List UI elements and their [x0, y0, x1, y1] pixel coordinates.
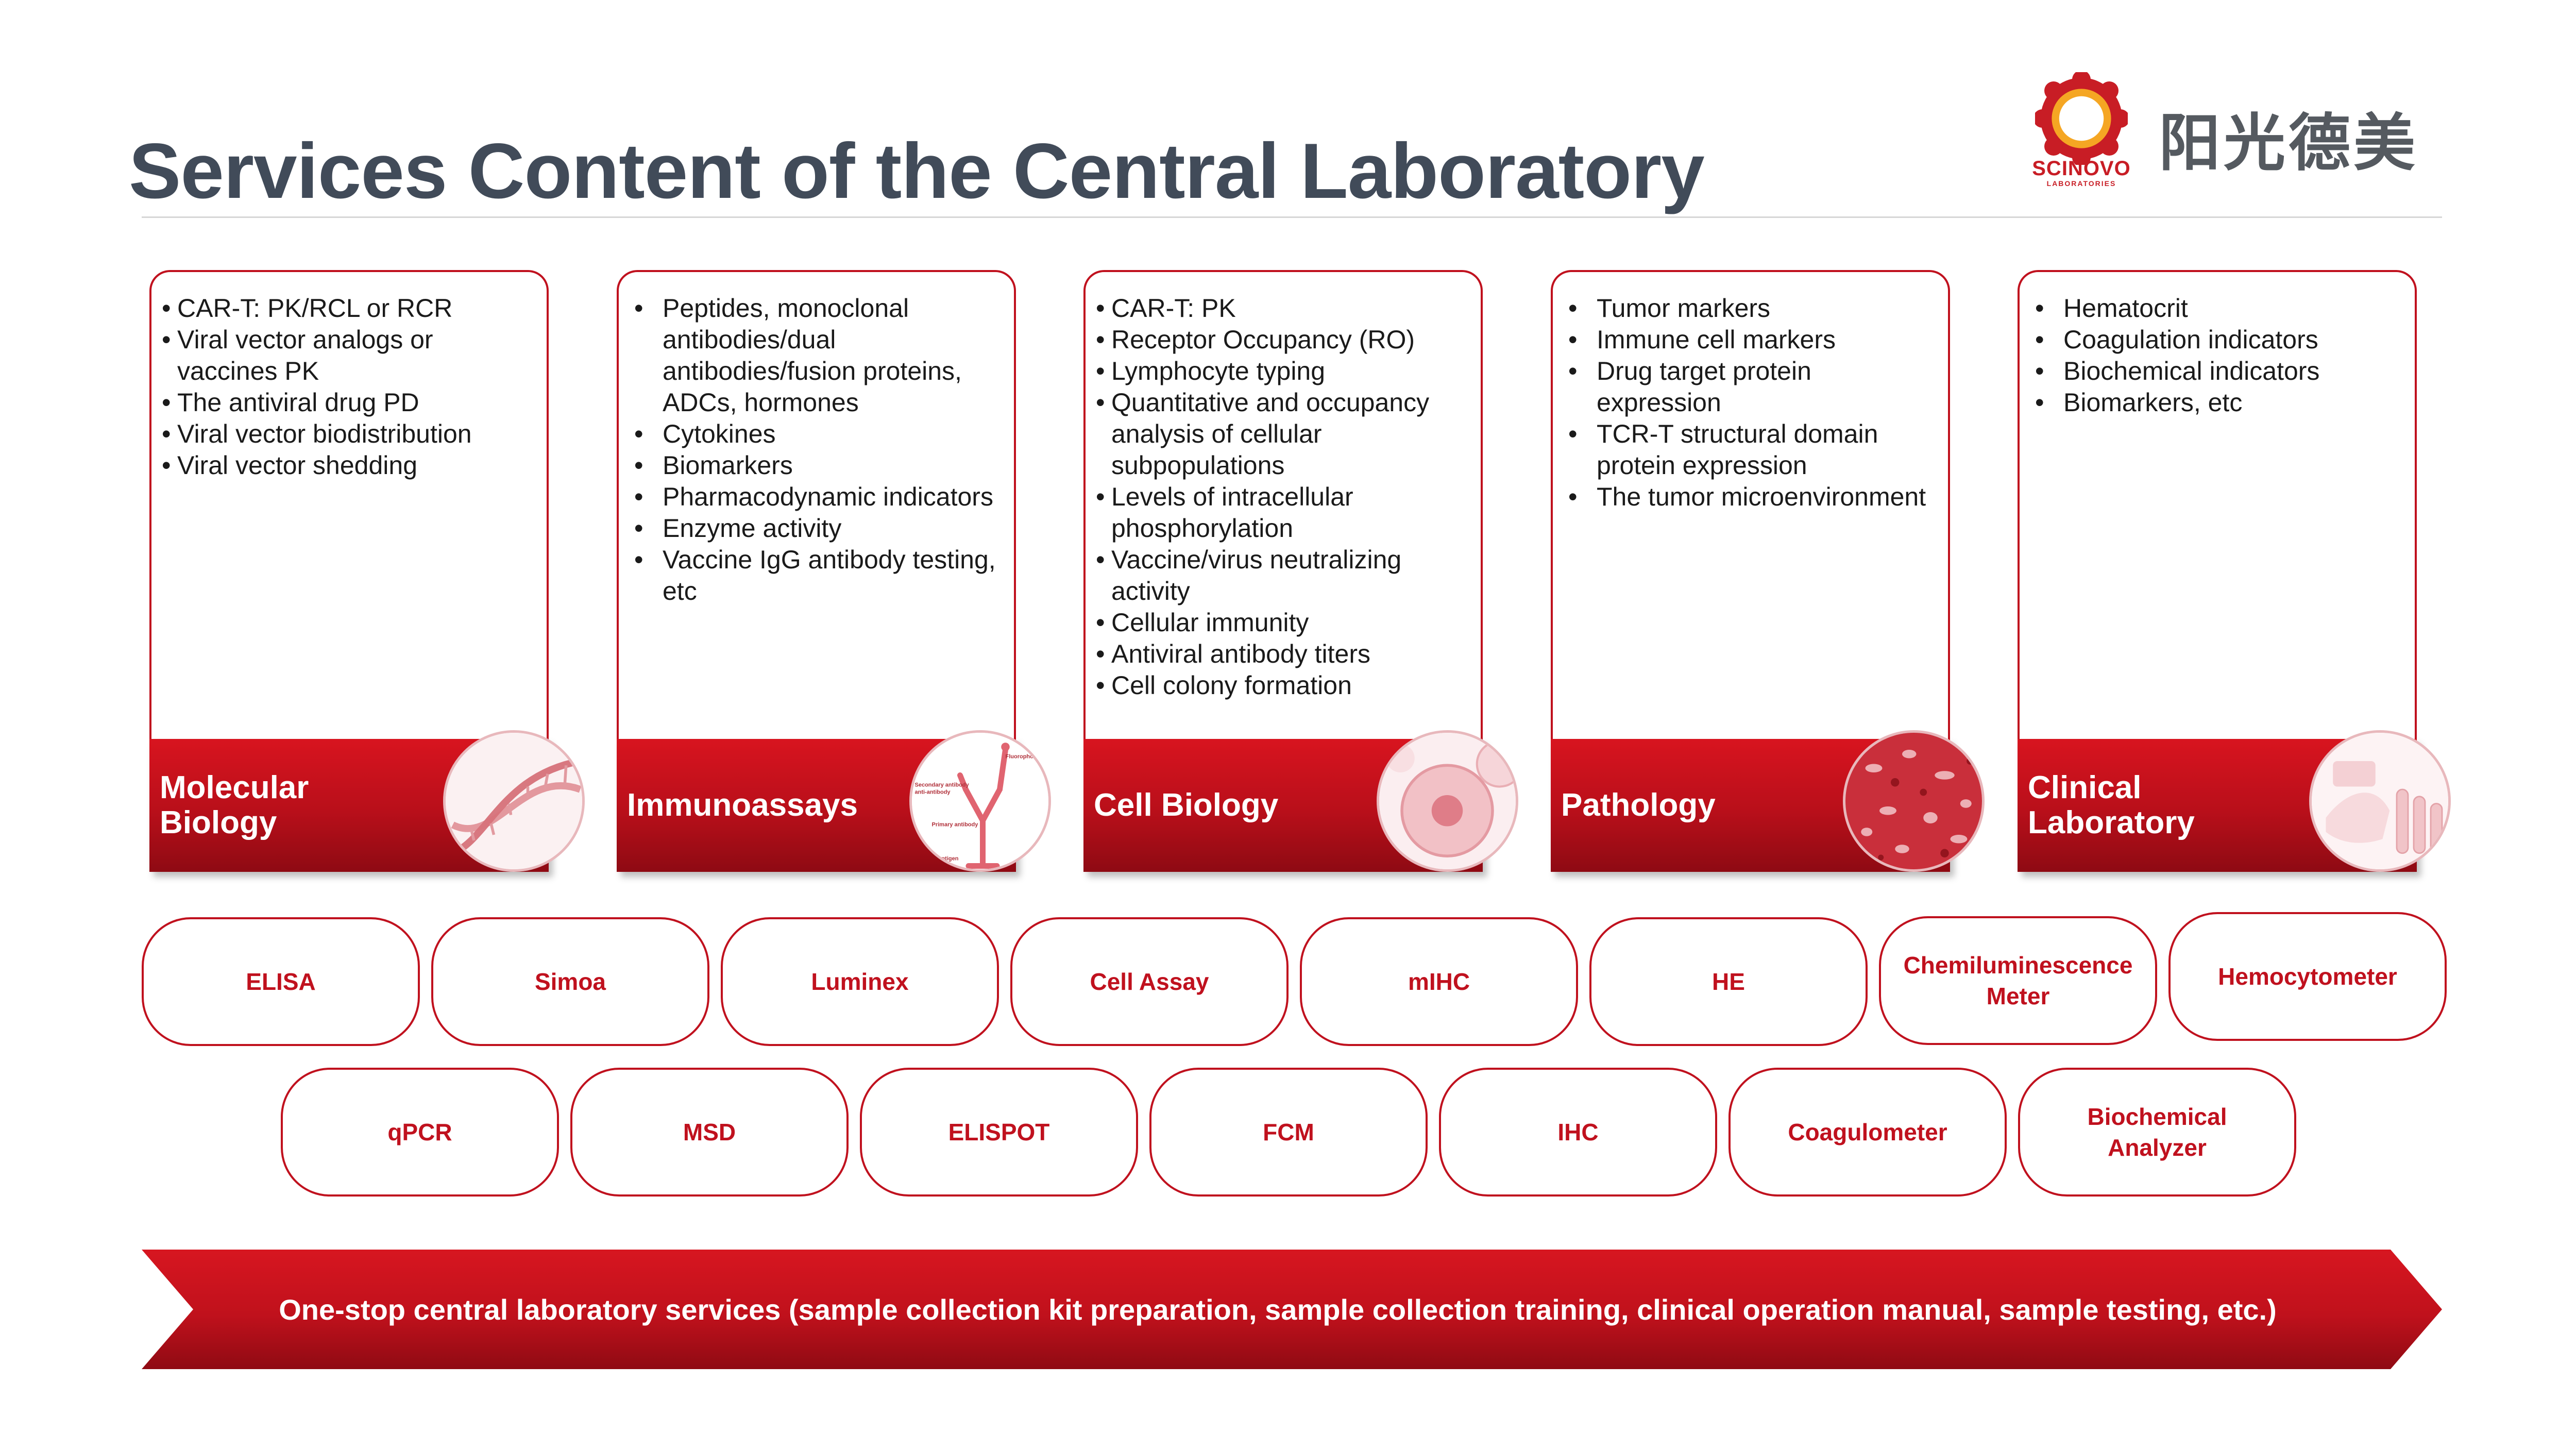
- services-banner-text: One-stop central laboratory services (sa…: [279, 1293, 2277, 1326]
- diagram-label-secondary: Secondary antibody: [915, 782, 970, 788]
- list-item: CAR-T: PK: [1096, 293, 1470, 324]
- platform-msd: MSD: [570, 1068, 849, 1197]
- diagram-label-anti: anti-antibody: [915, 789, 951, 795]
- diagram-label-fluorophore: Fluorophore: [1006, 754, 1039, 760]
- platform-simoa: Simoa: [431, 917, 709, 1046]
- list-item: Cell colony formation: [1096, 670, 1470, 701]
- list-item: Antiviral antibody titers: [1096, 638, 1470, 670]
- card-immunoassays: Peptides, monoclonal antibodies/dual ant…: [617, 270, 1016, 739]
- platform-chemiluminescence-meter: Chemiluminescence Meter: [1879, 916, 2157, 1045]
- list-item: Lymphocyte typing: [1096, 356, 1470, 387]
- category-label: Molecular Biology: [160, 770, 309, 840]
- list-item: Cellular immunity: [1096, 607, 1470, 638]
- logo-name-sub: LABORATORIES: [2046, 179, 2116, 188]
- category-label: Pathology: [1561, 787, 1716, 823]
- card-molecular-biology: CAR-T: PK/RCL or RCR Viral vector analog…: [149, 270, 549, 739]
- list-item: Drug target protein expression: [1563, 356, 1938, 418]
- list-item: Receptor Occupancy (RO): [1096, 324, 1470, 356]
- platform-elispot: ELISPOT: [860, 1068, 1138, 1197]
- list-item: Immune cell markers: [1563, 324, 1938, 356]
- list-item: Biomarkers, etc: [2030, 387, 2404, 418]
- antibody-icon: Fluorophore Secondary antibody anti-anti…: [912, 733, 1048, 869]
- platform-he: HE: [1589, 917, 1868, 1046]
- sun-logo-icon: [2035, 72, 2128, 165]
- platform-biochemical-analyzer: Biochemical Analyzer: [2018, 1068, 2296, 1197]
- service-list: Peptides, monoclonal antibodies/dual ant…: [619, 272, 1014, 607]
- list-item: The tumor microenvironment: [1563, 481, 1938, 513]
- list-item: Enzyme activity: [629, 513, 1004, 544]
- category-label: Cell Biology: [1094, 787, 1279, 823]
- list-item: Cytokines: [629, 418, 1004, 450]
- list-item: Viral vector analogs or vaccines PK: [162, 324, 536, 387]
- platform-coagulometer: Coagulometer: [1728, 1068, 2007, 1197]
- list-item: TCR-T structural domain protein expressi…: [1563, 418, 1938, 481]
- card-cell-biology: CAR-T: PK Receptor Occupancy (RO) Lympho…: [1083, 270, 1483, 739]
- card-clinical-laboratory: Hematocrit Coagulation indicators Bioche…: [2018, 270, 2417, 739]
- list-item: Peptides, monoclonal antibodies/dual ant…: [629, 293, 1004, 418]
- list-item: Viral vector biodistribution: [162, 418, 536, 450]
- cell-image: [1377, 730, 1518, 872]
- platform-hemocytometer: Hemocytometer: [2168, 912, 2447, 1041]
- list-item: Hematocrit: [2030, 293, 2404, 324]
- platform-fcm: FCM: [1149, 1068, 1428, 1197]
- services-banner-arrow: [142, 1250, 2442, 1369]
- service-list: Tumor markers Immune cell markers Drug t…: [1553, 272, 1948, 513]
- dna-image: [443, 730, 585, 872]
- platform-mihc: mIHC: [1300, 917, 1578, 1046]
- page-title: Services Content of the Central Laborato…: [129, 127, 1705, 215]
- dna-helix-icon: [446, 733, 582, 869]
- platform-elisa: ELISA: [142, 917, 420, 1046]
- company-logo: SCINOVO LABORATORIES 阳光德美: [2027, 72, 2419, 196]
- list-item: Levels of intracellular phosphorylation: [1096, 481, 1470, 544]
- card-pathology: Tumor markers Immune cell markers Drug t…: [1551, 270, 1950, 739]
- list-item: Biochemical indicators: [2030, 356, 2404, 387]
- test-tube-icon: [2312, 733, 2448, 869]
- category-label: Immunoassays: [627, 787, 858, 823]
- list-item: The antiviral drug PD: [162, 387, 536, 418]
- diagram-label-primary: Primary antibody: [932, 822, 979, 828]
- category-label: Clinical Laboratory: [2028, 770, 2195, 840]
- list-item: Pharmacodynamic indicators: [629, 481, 1004, 513]
- list-item: Vaccine/virus neutralizing activity: [1096, 544, 1470, 607]
- list-item: Tumor markers: [1563, 293, 1938, 324]
- service-list: Hematocrit Coagulation indicators Bioche…: [2020, 272, 2415, 418]
- list-item: Quantitative and occupancy analysis of c…: [1096, 387, 1470, 481]
- platform-qpcr: qPCR: [281, 1068, 559, 1197]
- logo-name-en: SCINOVO: [2032, 157, 2131, 180]
- lab-image: [2309, 730, 2451, 872]
- list-item: CAR-T: PK/RCL or RCR: [162, 293, 536, 324]
- service-list: CAR-T: PK Receptor Occupancy (RO) Lympho…: [1086, 272, 1481, 701]
- platform-luminex: Luminex: [721, 917, 999, 1046]
- tissue-image: [1843, 730, 1985, 872]
- platform-ihc: IHC: [1439, 1068, 1717, 1197]
- title-divider: [142, 216, 2442, 218]
- tissue-icon: [1845, 733, 1982, 869]
- list-item: Viral vector shedding: [162, 450, 536, 481]
- platform-cell-assay: Cell Assay: [1010, 917, 1289, 1046]
- list-item: Coagulation indicators: [2030, 324, 2404, 356]
- service-list: CAR-T: PK/RCL or RCR Viral vector analog…: [151, 272, 547, 481]
- list-item: Vaccine IgG antibody testing, etc: [629, 544, 1004, 607]
- antibody-diagram: Fluorophore Secondary antibody anti-anti…: [909, 730, 1051, 872]
- list-item: Biomarkers: [629, 450, 1004, 481]
- logo-name-cn: 阳光德美: [2159, 108, 2418, 179]
- cell-icon: [1379, 733, 1516, 869]
